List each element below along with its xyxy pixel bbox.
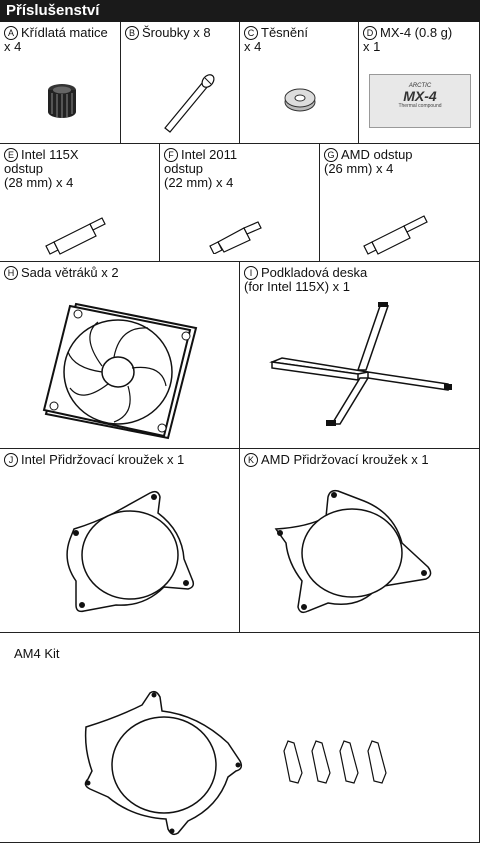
item-label: Křídlatá matice x 4 <box>4 25 108 54</box>
gasket-illustration <box>284 88 316 112</box>
mx4-sub: Thermal compound <box>398 103 442 109</box>
backplate-illustration <box>269 302 452 426</box>
am4-standoffs-illustration <box>283 740 387 784</box>
letter-badge: H <box>4 266 18 280</box>
letter-badge: J <box>4 453 18 467</box>
item-label: Sada větráků x 2 <box>21 265 119 280</box>
item-label: MX-4 (0.8 g) x 1 <box>363 25 453 54</box>
letter-badge: F <box>164 148 178 162</box>
screw-illustration <box>164 74 215 133</box>
am4-bracket-illustration <box>84 690 243 836</box>
section-title: Příslušenství <box>0 0 480 22</box>
item-label: AMD Přidržovací kroužek x 1 <box>261 452 429 467</box>
standoff-illustration <box>363 215 428 255</box>
retention-ring-illustration <box>274 489 432 614</box>
mx4-name: MX-4 <box>403 88 437 104</box>
am4-kit-label: AM4 Kit <box>14 646 60 661</box>
letter-badge: I <box>244 266 258 280</box>
am4-kit: AM4 Kit <box>0 633 480 843</box>
mx4-brand: ARCTIC <box>408 83 432 89</box>
retention-ring-illustration <box>66 490 195 613</box>
fan-illustration <box>42 302 198 440</box>
standoff-illustration <box>45 217 106 255</box>
item-label: Intel 2011 odstup (22 mm) x 4 <box>164 147 238 190</box>
letter-badge: E <box>4 148 18 162</box>
standoff-illustration <box>209 221 262 254</box>
item-label: Intel Přidržovací kroužek x 1 <box>21 452 185 467</box>
item-label: AMD odstup (26 mm) x 4 <box>324 147 413 176</box>
item-label: Podkladová deska (for Intel 115X) x 1 <box>244 265 368 294</box>
wing-nut-illustration <box>48 84 76 118</box>
letter-badge: G <box>324 148 338 162</box>
item-label: Šroubky x 8 <box>142 25 211 40</box>
mx4-sachet: ARCTIC MX-4 Thermal compound <box>369 74 471 128</box>
letter-badge: K <box>244 453 258 467</box>
item-label: Intel 115X odstup (28 mm) x 4 <box>4 147 79 190</box>
letter-badge: A <box>4 26 18 40</box>
item-label: Těsnění x 4 <box>244 25 308 54</box>
letter-badge: D <box>363 26 377 40</box>
letter-badge: B <box>125 26 139 40</box>
letter-badge: C <box>244 26 258 40</box>
